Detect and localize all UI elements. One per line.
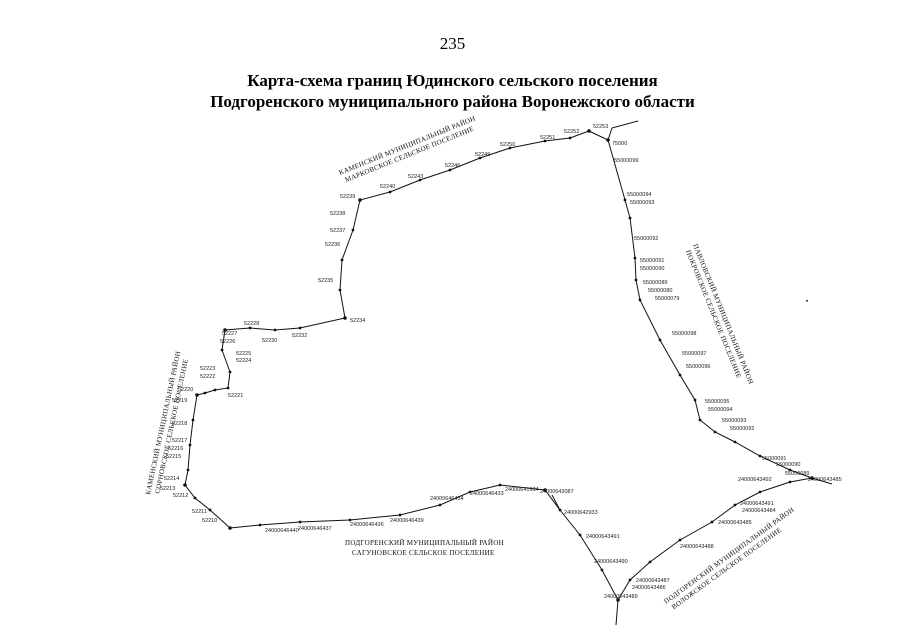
point-label: 52223 [200, 366, 215, 372]
point-label: 52226 [220, 339, 235, 345]
stray-mark [806, 300, 808, 302]
point-label: 24000646439 [390, 518, 424, 524]
point-label: 52235 [318, 278, 333, 284]
point-label: 52228 [244, 321, 259, 327]
point-label: 24000646437 [298, 526, 332, 532]
point-label: 52227 [222, 331, 237, 337]
point-label: 55000091 [640, 258, 664, 264]
point-label: 24000643485 [718, 520, 752, 526]
point-label: 52237 [330, 228, 345, 234]
point-label: 52220 [178, 387, 193, 393]
point-label: 55000093 [722, 418, 746, 424]
point-label: 24000643491 [740, 501, 774, 507]
point-labels: 52253 52252 52251 52250 52249 52246 5224… [160, 124, 842, 600]
point-label: 24000643488 [680, 544, 714, 550]
point-label: 52234 [350, 318, 365, 324]
point-label: 52215 [166, 454, 181, 460]
point-label: 55000090 [640, 266, 664, 272]
point-label: 55000090 [776, 462, 800, 468]
point-label: 24000643489 [604, 594, 638, 600]
point-label: 52212 [173, 493, 188, 499]
point-label: 55000097 [682, 351, 706, 357]
point-label: 24000643492 [738, 477, 772, 483]
point-label: 55000099 [614, 158, 638, 164]
exit-line-east [811, 477, 833, 485]
region-label: ПОКРОВСКОЕ СЕЛЬСКОЕ ПОСЕЛЕНИЕ [684, 249, 743, 380]
point-label: 24000643487 [636, 578, 670, 584]
region-label: ВОЛОЖСКОЕ СЕЛЬСКОЕ ПОСЕЛЕНИЕ [670, 526, 783, 611]
point-label: 24000643486 [632, 585, 666, 591]
region-label: ПОДГОРЕНСКИЙ МУНИЦИПАЛЬНЫЙ РАЙОН [345, 539, 504, 547]
point-label: 24000646436 [350, 522, 384, 528]
exit-line-north [607, 127, 613, 141]
point-label: 52224 [236, 358, 251, 364]
point-label: 52213 [160, 486, 175, 492]
point-label: 52216 [168, 446, 183, 452]
point-label: 52236 [325, 242, 340, 248]
point-label: 55000079 [655, 296, 679, 302]
point-label: 55000098 [672, 331, 696, 337]
point-label: 52250 [500, 142, 515, 148]
point-label: 24000641934 [505, 487, 539, 493]
exit-line-south [615, 599, 619, 626]
boundary-vertices [183, 129, 814, 602]
road-segment [551, 494, 561, 511]
point-label: 55000092 [634, 236, 658, 242]
point-label: 55000094 [708, 407, 732, 413]
point-label: 75000 [612, 141, 627, 147]
point-label: 55000094 [627, 192, 651, 198]
point-label: 55000080 [648, 288, 672, 294]
point-label: 52230 [262, 338, 277, 344]
point-label: 52249 [475, 152, 490, 158]
point-label: 52217 [172, 438, 187, 444]
point-label: 24000643087 [540, 489, 574, 495]
point-label: 52210 [202, 518, 217, 524]
point-label: 52252 [564, 129, 579, 135]
point-label: 24000643484 [742, 508, 776, 514]
point-label: 24000643491 [586, 534, 620, 540]
point-label: 24000646434 [430, 496, 464, 502]
point-label: 52239 [340, 194, 355, 200]
point-label: 55000089 [785, 471, 809, 477]
point-label: 52214 [164, 476, 179, 482]
point-label: 55000095 [705, 399, 729, 405]
point-label: 55000093 [630, 200, 654, 206]
point-label: 52243 [408, 174, 423, 180]
point-label: 24000646440 [265, 528, 299, 534]
point-label: 55000092 [730, 426, 754, 432]
point-label: 24000643485 [808, 477, 842, 483]
region-label: САГУНОВСКОЕ СЕЛЬСКОЕ ПОСЕЛЕНИЕ [352, 549, 495, 557]
point-label: 55000091 [762, 456, 786, 462]
point-label: 52232 [292, 333, 307, 339]
point-label: 24000642933 [564, 510, 598, 516]
region-label-south: ПОДГОРЕНСКИЙ МУНИЦИПАЛЬНЫЙ РАЙОН САГУНОВ… [345, 539, 504, 557]
point-label: 52251 [540, 135, 555, 141]
map-title-line-1: Карта-схема границ Юдинского сельского п… [247, 71, 658, 90]
point-label: 55000096 [686, 364, 710, 370]
map-title-line-2: Подгоренского муниципального района Воро… [210, 92, 695, 111]
point-label: 52225 [236, 351, 251, 357]
point-label: 52240 [380, 184, 395, 190]
point-label: 52218 [172, 421, 187, 427]
exit-line-north-2 [611, 120, 639, 129]
point-label: 52219 [172, 398, 187, 404]
point-label: 52238 [330, 211, 345, 217]
point-label: 52211 [192, 509, 207, 515]
point-label: 52221 [228, 393, 243, 399]
point-label: 55000089 [643, 280, 667, 286]
point-label: 52253 [593, 124, 608, 130]
point-label: 52246 [445, 163, 460, 169]
point-label: 52222 [200, 374, 215, 380]
point-label: 24000646433 [470, 491, 504, 497]
page-number: 235 [439, 34, 466, 53]
point-label: 24000643490 [594, 559, 628, 565]
